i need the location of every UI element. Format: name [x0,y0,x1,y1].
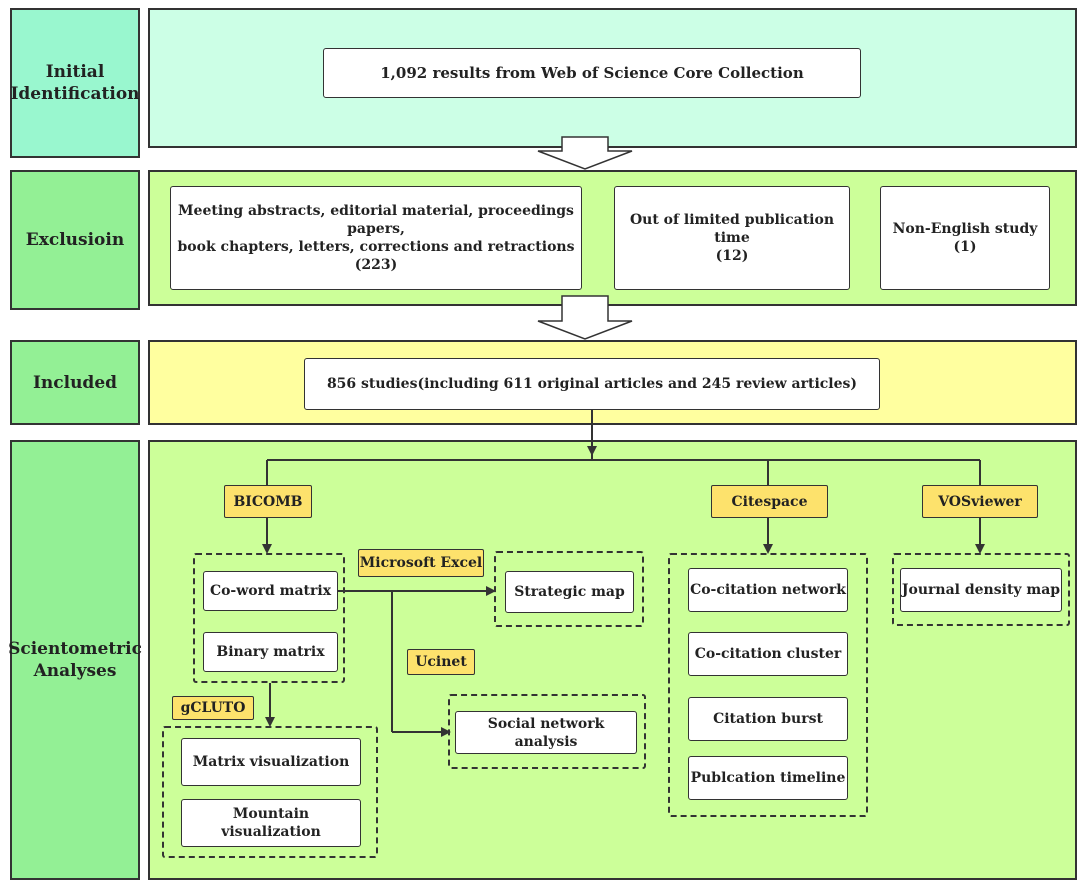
exclusion-box-document-types: Meeting abstracts, editorial material, p… [170,186,582,290]
tool-ucinet: Ucinet [407,649,475,675]
node-publication-timeline: Publcation timeline [688,756,848,800]
strategic-map-group [494,551,644,627]
node-journal-density-map: Journal density map [900,568,1062,612]
tool-microsoft-excel: Microsoft Excel [358,549,484,577]
node-citation-burst: Citation burst [688,697,848,741]
tool-vosviewer: VOSviewer [922,485,1038,518]
node-co-citation-network: Co-citation network [688,568,848,612]
node-co-citation-cluster: Co-citation cluster [688,632,848,676]
node-co-word-matrix: Co-word matrix [203,571,338,611]
stage-label-initial: Initial Identification [10,8,140,158]
tool-citespace: Citespace [711,485,828,518]
bicomb-group [193,553,345,683]
exclusion-box-non-english: Non-English study (1) [880,186,1050,290]
tool-gcluto: gCLUTO [172,696,254,720]
tool-bicomb: BICOMB [224,485,312,518]
stage-label-exclusion: Exclusioin [10,170,140,310]
node-matrix-visualization: Matrix visualization [181,738,361,786]
hollow-arrow-2 [537,295,633,340]
citespace-group [668,553,868,817]
node-social-network-analysis: Social network analysis [455,711,637,754]
stage-label-analyses: Scientometric Analyses [8,440,142,880]
node-strategic-map: Strategic map [505,571,634,613]
initial-result-box: 1,092 results from Web of Science Core C… [323,48,861,98]
included-result-box: 856 studies(including 611 original artic… [304,358,880,410]
vosviewer-group [892,553,1070,626]
social-network-group [448,694,646,769]
exclusion-box-publication-time: Out of limited publication time (12) [614,186,850,290]
gcluto-group [162,726,378,858]
node-binary-matrix: Binary matrix [203,632,338,672]
hollow-arrow-1 [537,136,633,170]
stage-label-included: Included [10,340,140,425]
node-mountain-visualization: Mountain visualization [181,799,361,847]
